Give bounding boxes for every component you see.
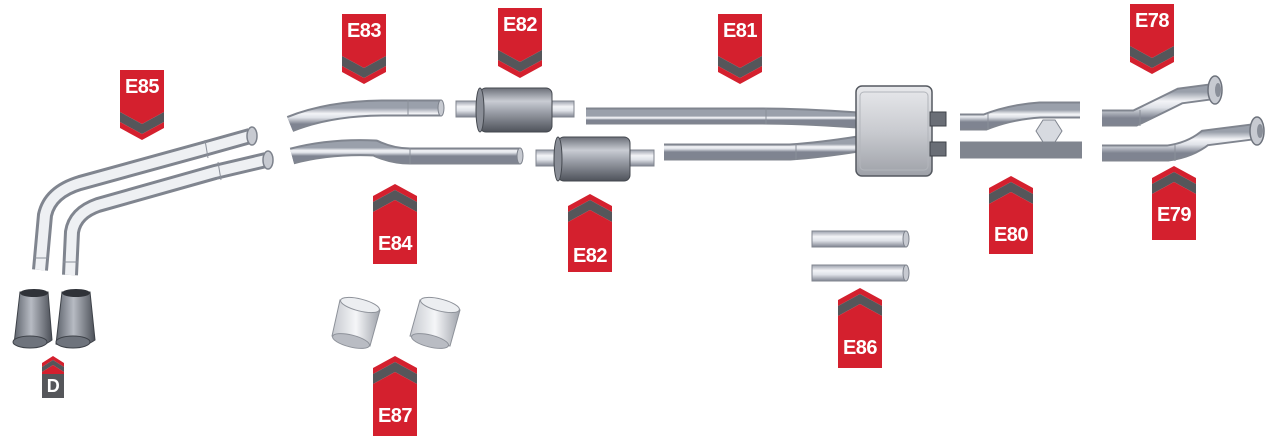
e80-tag: E80	[989, 176, 1033, 254]
e87-tag: E87	[373, 356, 417, 436]
e86-label: E86	[842, 337, 878, 359]
e85-tailpipe-assembly	[32, 126, 274, 276]
e87-label: E87	[377, 405, 413, 427]
e82-bottom-label: E82	[572, 245, 608, 267]
e81-label: E81	[722, 20, 758, 42]
exhaust-tips	[12, 289, 96, 349]
e81-tag: E81	[718, 14, 762, 84]
e78-pipe	[1102, 75, 1223, 127]
e85-label: E85	[124, 76, 160, 98]
e82-muffler-bottom	[535, 136, 655, 182]
e79-label: E79	[1156, 204, 1192, 226]
e84-label: E84	[377, 233, 413, 255]
e84-tag: E84	[373, 184, 417, 264]
e84-pipe	[289, 139, 524, 165]
e82-top-tag: E82	[498, 8, 542, 78]
e82-bottom-tag: E82	[568, 194, 612, 272]
e80-pipes	[960, 101, 1082, 159]
e79-tag: E79	[1152, 166, 1196, 240]
e87-sleeves	[331, 296, 461, 349]
e86-tag: E86	[838, 288, 882, 368]
d-label: D	[46, 376, 60, 396]
center-muffler	[855, 85, 947, 177]
e85-tag: E85	[120, 70, 164, 140]
e82-top-label: E82	[502, 14, 538, 36]
e82-muffler-top	[455, 87, 575, 133]
e81-pipes	[586, 107, 860, 161]
e78-tag: E78	[1130, 4, 1174, 74]
e80-label: E80	[993, 224, 1029, 246]
d-tag: D	[42, 356, 64, 398]
e86-straight-pipes	[811, 230, 910, 282]
e79-pipe	[1102, 116, 1265, 162]
e83-label: E83	[346, 20, 382, 42]
e83-tag: E83	[342, 14, 386, 84]
e83-pipe	[286, 99, 445, 132]
e78-label: E78	[1134, 10, 1170, 32]
